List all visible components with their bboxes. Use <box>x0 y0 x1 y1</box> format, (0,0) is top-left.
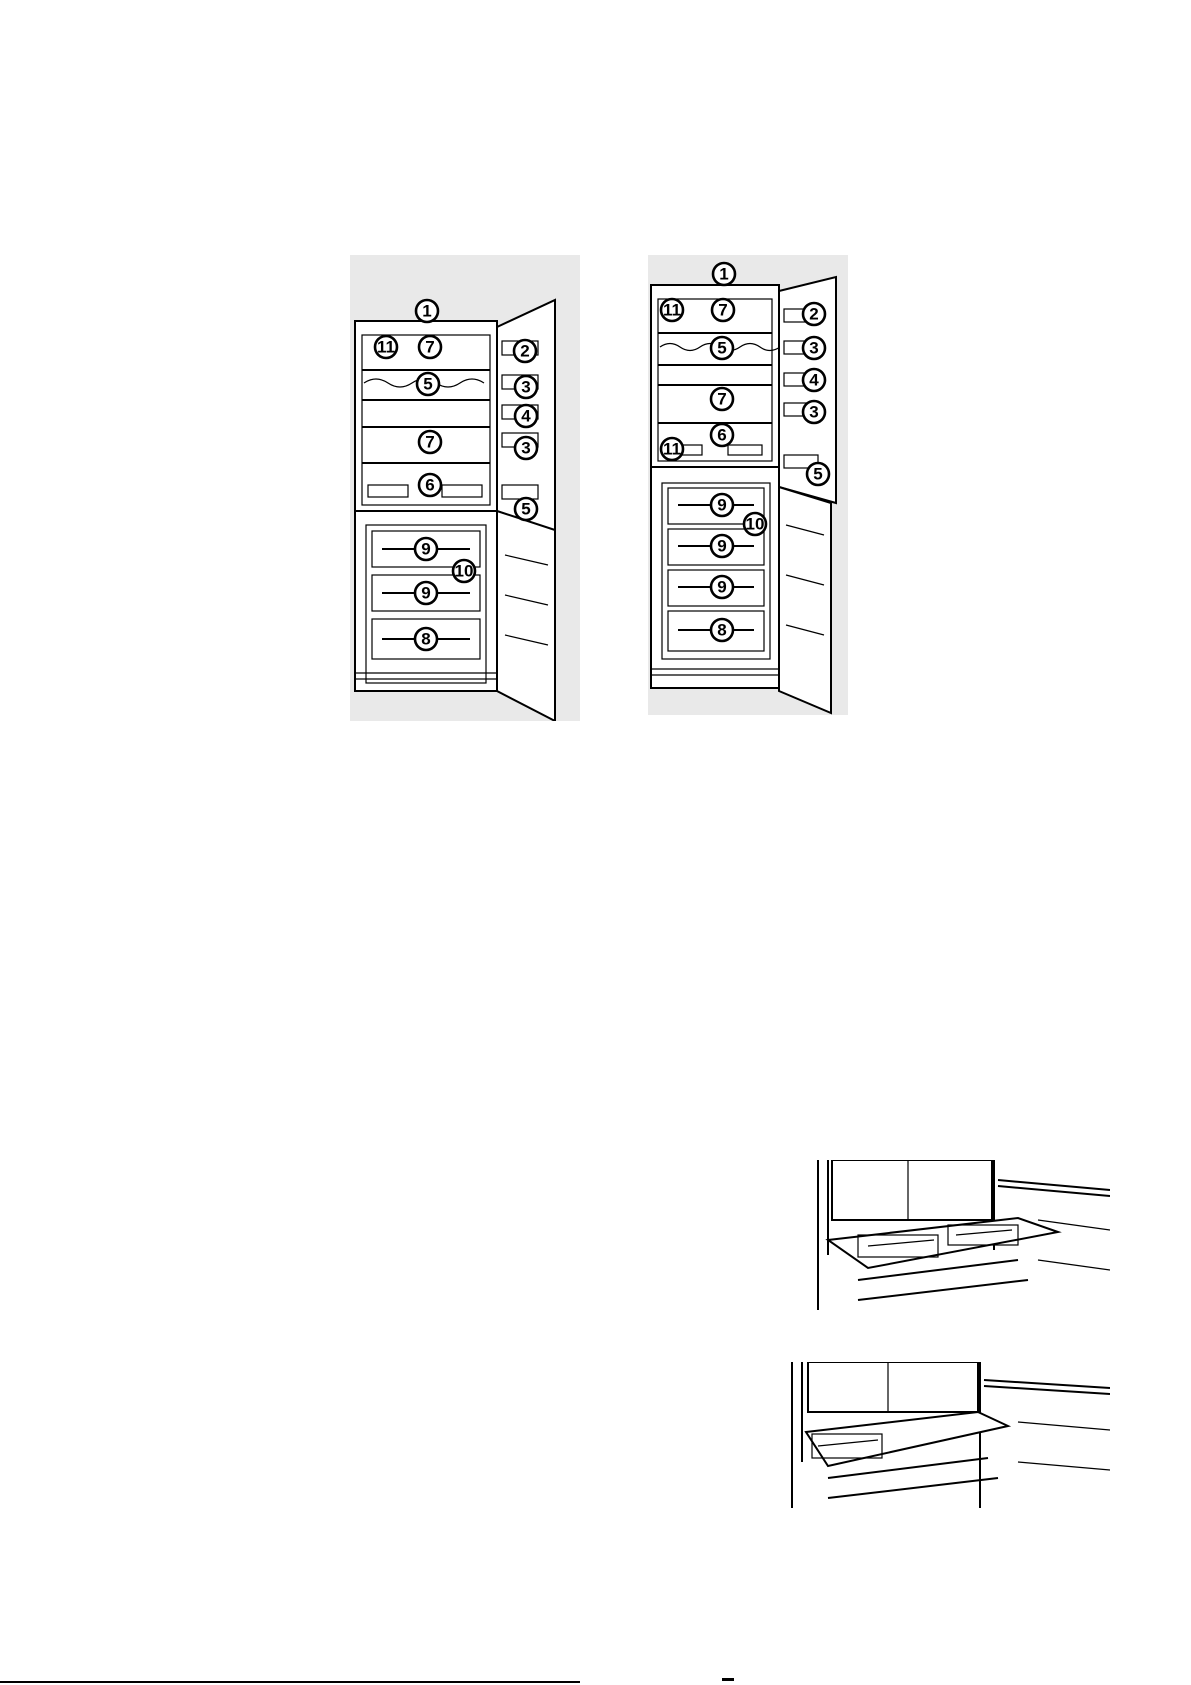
svg-text:3: 3 <box>809 339 818 358</box>
callout-7: 7 <box>419 336 441 358</box>
page-number-mark <box>722 1678 734 1681</box>
svg-text:3: 3 <box>521 378 530 397</box>
callout-7: 7 <box>419 431 441 453</box>
callout-7: 7 <box>711 388 733 410</box>
callout-5: 5 <box>711 337 733 359</box>
callout-3: 3 <box>515 437 537 459</box>
svg-text:6: 6 <box>717 426 726 445</box>
callout-5: 5 <box>417 373 439 395</box>
callout-11: 11 <box>661 299 683 321</box>
callout-10: 10 <box>453 560 475 582</box>
callout-3: 3 <box>803 401 825 423</box>
fridge-illustration-right: 1 11 7 5 7 11 6 2 3 4 3 5 9 10 9 9 8 <box>648 255 848 715</box>
svg-text:9: 9 <box>421 540 430 559</box>
fridge-figure-right: 1 11 7 5 7 11 6 2 3 4 3 5 9 10 9 9 8 <box>648 255 848 715</box>
svg-text:2: 2 <box>520 342 529 361</box>
svg-text:7: 7 <box>717 390 726 409</box>
callout-9: 9 <box>415 582 437 604</box>
svg-text:4: 4 <box>521 407 531 426</box>
callout-2: 2 <box>803 303 825 325</box>
svg-text:3: 3 <box>521 439 530 458</box>
svg-text:7: 7 <box>718 301 727 320</box>
svg-text:6: 6 <box>425 476 434 495</box>
svg-text:5: 5 <box>423 375 432 394</box>
callout-11: 11 <box>375 336 397 358</box>
fridge-illustration-left: 1 11 7 5 7 6 2 3 4 3 5 9 10 9 8 <box>350 255 580 721</box>
svg-text:10: 10 <box>455 562 474 581</box>
callout-9: 9 <box>711 576 733 598</box>
callout-1: 1 <box>713 263 735 285</box>
svg-text:1: 1 <box>719 265 728 284</box>
svg-text:11: 11 <box>663 301 681 320</box>
callout-8: 8 <box>711 619 733 641</box>
svg-text:2: 2 <box>809 305 818 324</box>
svg-text:7: 7 <box>425 338 434 357</box>
svg-text:9: 9 <box>717 496 726 515</box>
svg-text:11: 11 <box>663 440 681 459</box>
callout-2: 2 <box>514 340 536 362</box>
svg-text:8: 8 <box>421 630 430 649</box>
callout-3: 3 <box>515 376 537 398</box>
footer-rule <box>0 1681 580 1683</box>
svg-text:5: 5 <box>717 339 726 358</box>
svg-text:9: 9 <box>717 537 726 556</box>
svg-text:4: 4 <box>809 371 819 390</box>
callout-3: 3 <box>803 337 825 359</box>
svg-text:9: 9 <box>717 578 726 597</box>
svg-text:8: 8 <box>717 621 726 640</box>
callout-8: 8 <box>415 628 437 650</box>
callout-5: 5 <box>515 498 537 520</box>
svg-text:10: 10 <box>746 515 765 534</box>
svg-text:5: 5 <box>521 500 530 519</box>
fridge-figure-left: 1 11 7 5 7 6 2 3 4 3 5 9 10 9 8 <box>350 255 580 721</box>
callout-9: 9 <box>711 494 733 516</box>
callout-4: 4 <box>803 369 825 391</box>
svg-text:5: 5 <box>813 465 822 484</box>
svg-text:9: 9 <box>421 584 430 603</box>
callout-6: 6 <box>419 474 441 496</box>
callout-9: 9 <box>415 538 437 560</box>
svg-text:3: 3 <box>809 403 818 422</box>
ice-tray-illustration-drawer <box>788 1362 1110 1508</box>
callout-11: 11 <box>661 438 683 460</box>
callout-10: 10 <box>744 513 766 535</box>
callout-4: 4 <box>515 405 537 427</box>
callout-1: 1 <box>416 300 438 322</box>
callout-9: 9 <box>711 535 733 557</box>
svg-text:7: 7 <box>425 433 434 452</box>
callout-5: 5 <box>807 463 829 485</box>
svg-text:1: 1 <box>422 302 431 321</box>
callout-7: 7 <box>712 299 734 321</box>
svg-text:11: 11 <box>377 338 395 357</box>
callout-6: 6 <box>711 424 733 446</box>
ice-tray-illustration-open-flap <box>798 1160 1110 1310</box>
